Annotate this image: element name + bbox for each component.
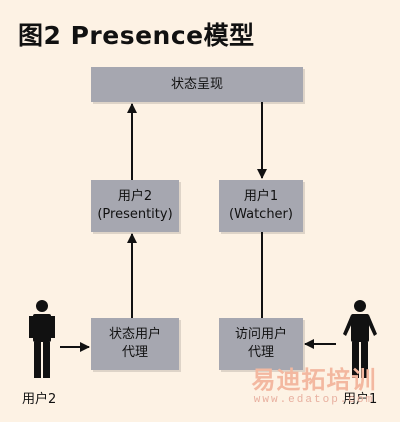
watcher-label: (Watcher) (229, 207, 293, 222)
presence-agent-label: 状态用户 (108, 327, 161, 342)
user2-presentity-box: 用户2 (Presentity) (91, 180, 179, 232)
presence-agent-box: 状态用户 代理 (91, 318, 179, 370)
presence-agent-label-2: 代理 (121, 345, 148, 360)
watermark-url: www.edatop.com (253, 394, 375, 406)
person-user1-label: 用户1 (343, 392, 378, 407)
watermark: 易迪拓培训 www.edatop.com (234, 366, 394, 406)
presence-state-label: 状态呈现 (170, 76, 223, 92)
watermark-brand: 易迪拓培训 (251, 366, 377, 394)
user2-box-label: 用户2 (117, 189, 153, 204)
person-user2-icon (29, 300, 55, 378)
watcher-agent-label: 访问用户 (234, 327, 287, 342)
watcher-agent-label-2: 代理 (247, 345, 274, 360)
person-user2-label: 用户2 (22, 392, 57, 407)
presence-state-box: 状态呈现 (91, 67, 303, 102)
user1-watcher-box: 用户1 (Watcher) (219, 180, 303, 232)
user1-box-label: 用户1 (243, 189, 279, 204)
diagram-title: 图2 Presence模型 (18, 21, 255, 50)
presentity-label: (Presentity) (97, 207, 173, 222)
person-user1-icon (343, 300, 377, 378)
watcher-agent-box: 访问用户 代理 (219, 318, 303, 370)
